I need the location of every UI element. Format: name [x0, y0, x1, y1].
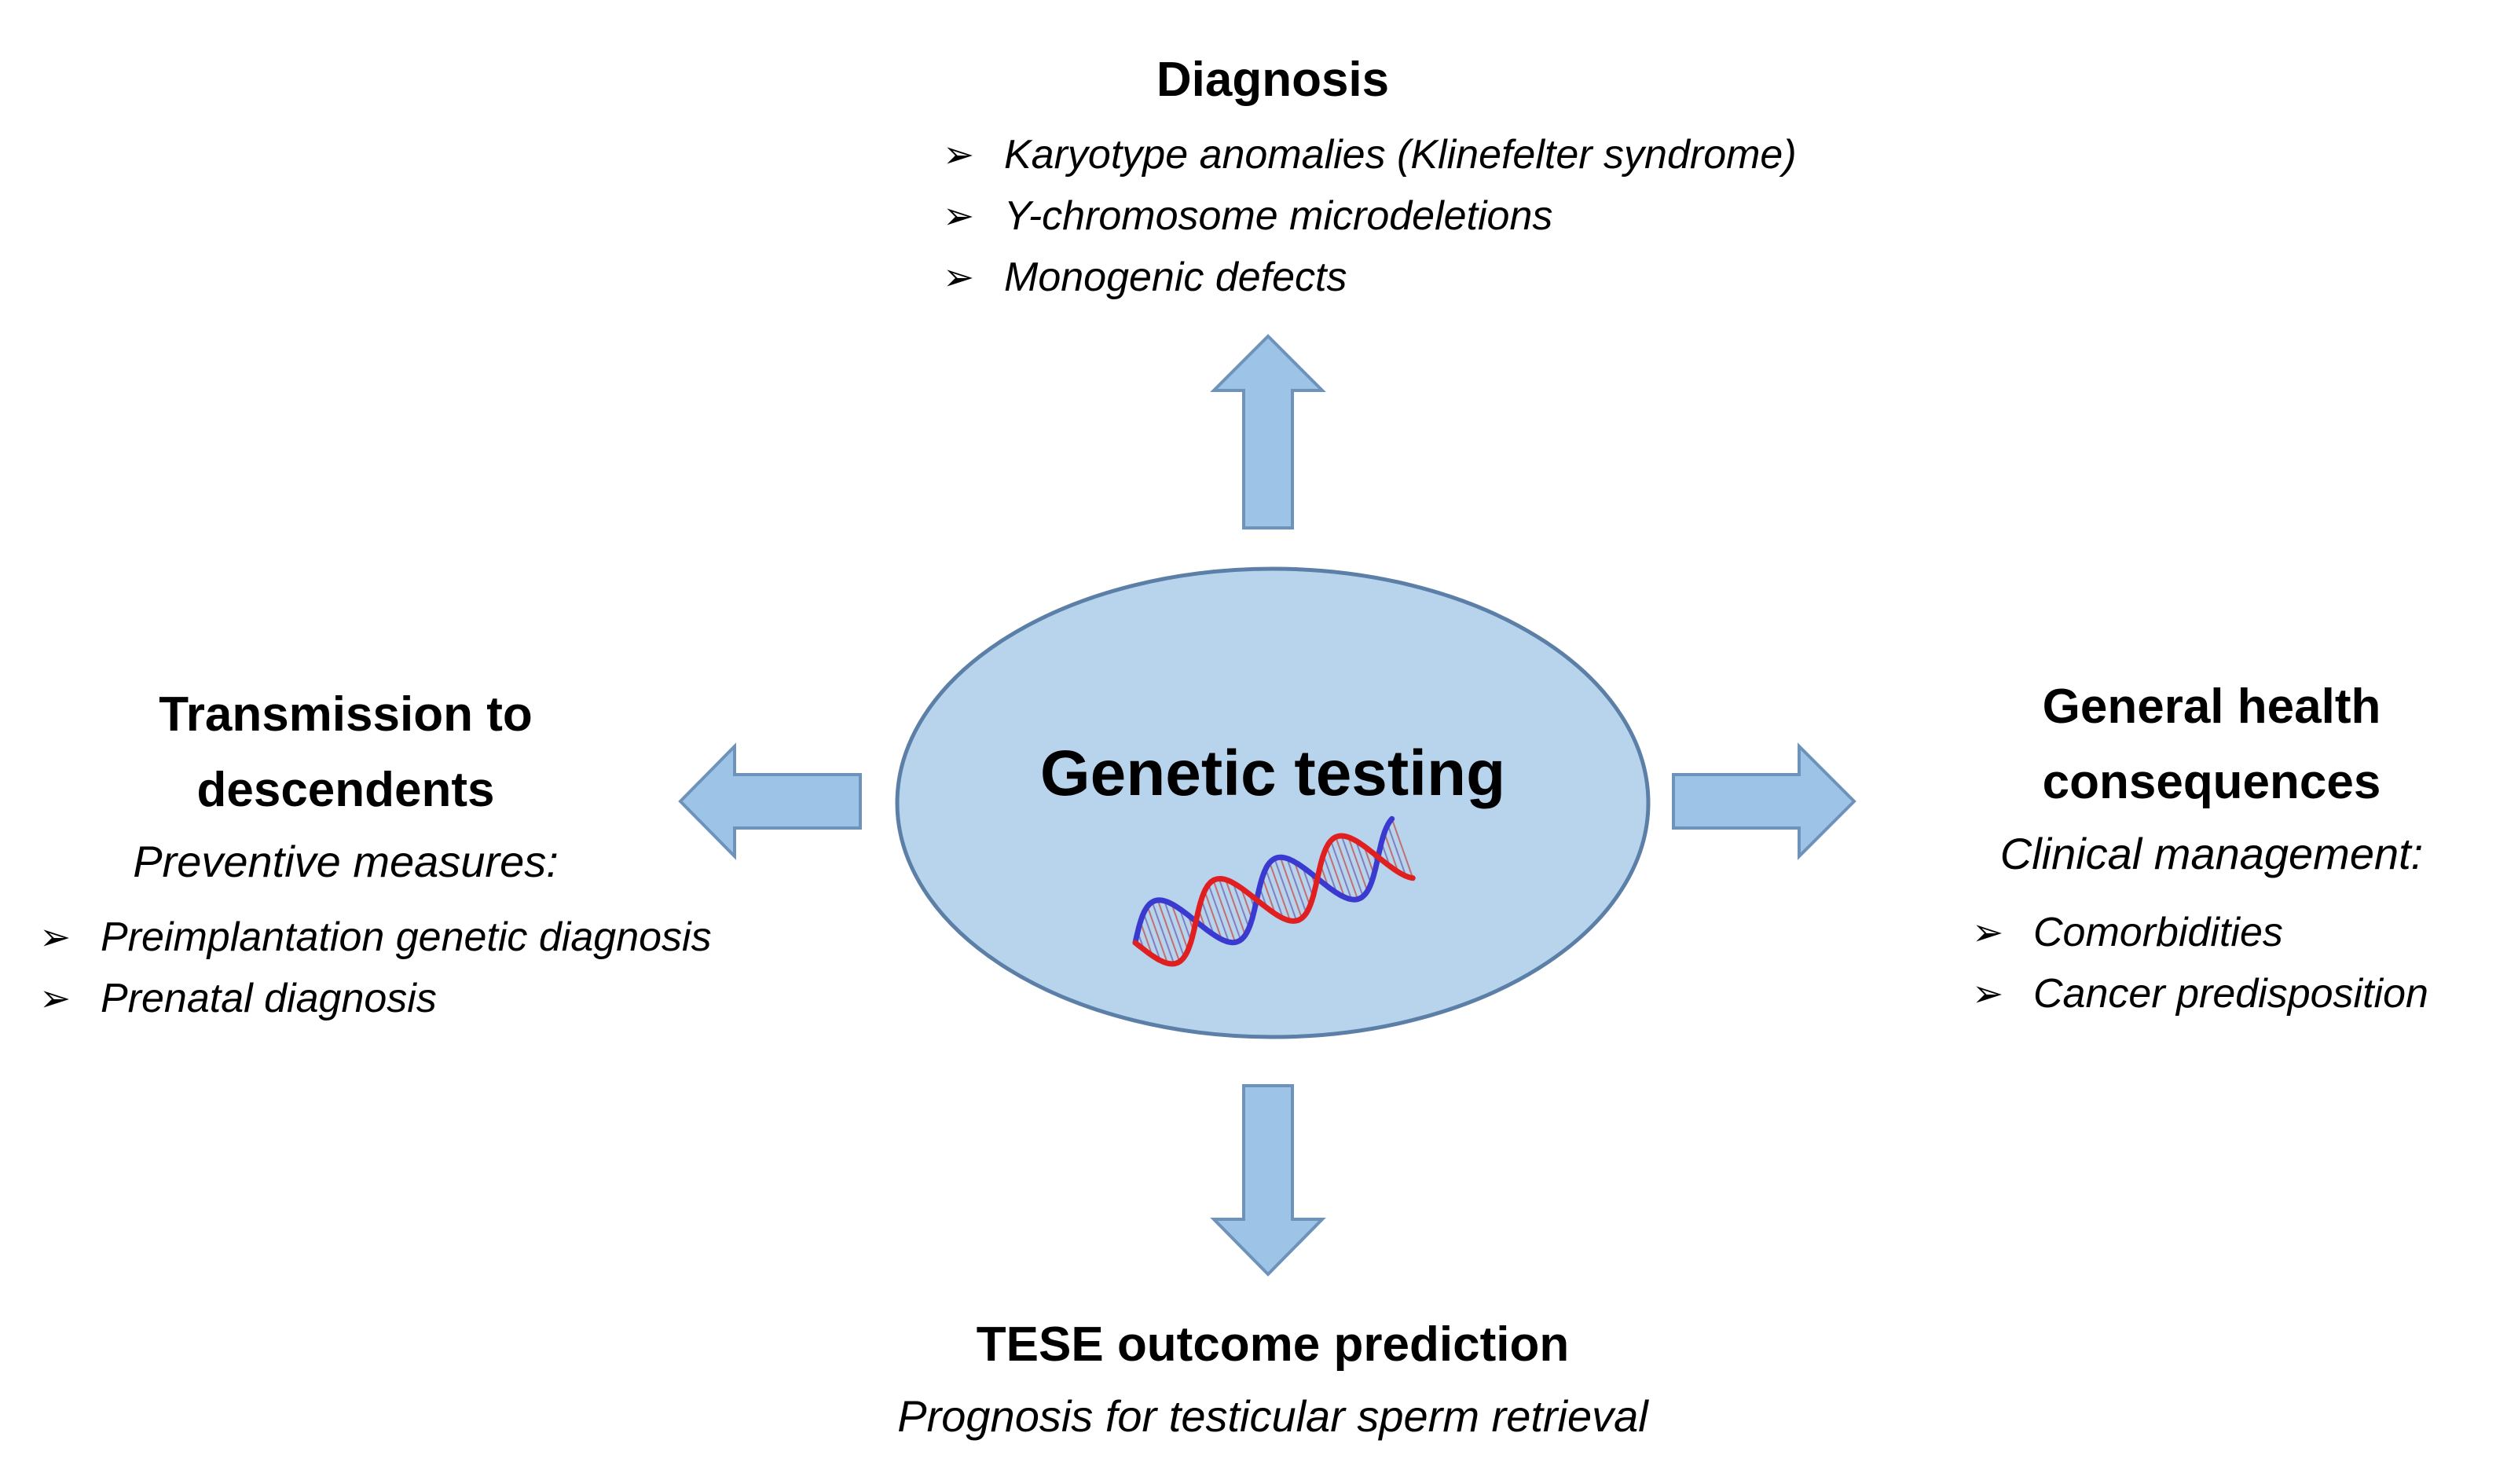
list-item: ➢ Comorbidities — [1972, 902, 2483, 963]
health-list: ➢ Comorbidities ➢ Cancer predisposition — [1972, 902, 2483, 1024]
diagnosis-title: Diagnosis — [1156, 53, 1390, 107]
list-item: ➢ Karyotype anomalies (Klinefelter syndr… — [943, 124, 2043, 185]
transmission-title-line2: descendents — [196, 763, 495, 817]
dna-rung — [1286, 858, 1307, 914]
list-item: ➢ Preimplantation genetic diagnosis — [39, 907, 794, 968]
dna-rung — [1347, 837, 1369, 892]
dna-rung — [1225, 879, 1246, 936]
list-item: ➢ Cancer predisposition — [1972, 963, 2483, 1024]
dna-rung — [1218, 878, 1242, 940]
dna-rung — [1325, 846, 1346, 898]
dna-rung — [1391, 819, 1414, 878]
dna-rung — [1212, 880, 1237, 943]
list-item-text: Cancer predisposition — [2033, 971, 2428, 1017]
health-subtitle: Clinical management: — [1999, 829, 2424, 878]
center-title: Genetic testing — [1039, 738, 1506, 809]
arrow-up — [1210, 334, 1326, 529]
arrow-down — [1210, 1084, 1326, 1277]
health-heading: General health consequences Clinical man… — [1941, 669, 2483, 888]
dna-rung — [1178, 908, 1192, 942]
list-item: ➢ Monogenic defects — [943, 247, 2043, 308]
arrow-right — [1672, 742, 1856, 860]
dna-rung — [1387, 824, 1407, 877]
health-section: General health consequences Clinical man… — [1941, 669, 2483, 1024]
arrow-bullet-icon: ➢ — [943, 133, 975, 177]
list-item: ➢ Y-chromosome microdeletions — [943, 185, 2043, 247]
dna-rung — [1340, 835, 1364, 897]
dna-rung — [1204, 890, 1222, 940]
arrow-bullet-icon: ➢ — [943, 255, 975, 299]
tese-subtitle: Prognosis for testicular sperm retrieval — [897, 1391, 1648, 1441]
transmission-section: Transmission to descendents Preventive m… — [39, 677, 794, 1029]
arrow-bullet-icon: ➢ — [39, 977, 71, 1020]
arrow-left — [678, 742, 862, 860]
dna-rung — [1279, 856, 1303, 919]
transmission-list: ➢ Preimplantation genetic diagnosis ➢ Pr… — [39, 907, 794, 1029]
list-item-text: Karyotype anomalies (Klinefelter syndrom… — [1004, 132, 1797, 178]
health-title-line2: consequences — [2042, 755, 2381, 809]
dna-rung — [1363, 845, 1375, 875]
dna-rung — [1274, 858, 1298, 922]
list-item-text: Preimplantation genetic diagnosis — [101, 914, 712, 960]
arrow-bullet-icon: ➢ — [1972, 911, 2004, 955]
dna-rung — [1329, 840, 1353, 900]
tese-section: TESE outcome prediction Prognosis for te… — [801, 1307, 1744, 1450]
transmission-subtitle: Preventive measures: — [133, 837, 559, 886]
list-item-text: Prenatal diagnosis — [101, 976, 437, 1021]
dna-rung — [1384, 832, 1399, 873]
dna-rung — [1301, 867, 1314, 897]
list-item-text: Comorbidities — [2033, 910, 2283, 955]
dna-rung — [1354, 840, 1372, 885]
dna-rung — [1208, 884, 1230, 943]
dna-rung — [1322, 855, 1338, 893]
tese-title: TESE outcome prediction — [976, 1317, 1570, 1372]
dna-rung — [1240, 887, 1253, 920]
diagnosis-list: ➢ Karyotype anomalies (Klinefelter syndr… — [943, 124, 2043, 308]
diagnosis-section: Diagnosis ➢ Karyotype anomalies (Klinefe… — [943, 42, 2043, 308]
arrow-bullet-icon: ➢ — [39, 915, 71, 959]
center-ellipse — [895, 566, 1651, 1039]
dna-rung — [1171, 903, 1189, 951]
dna-rung — [1269, 862, 1292, 922]
dna-rung — [1142, 913, 1161, 961]
dna-rung — [1200, 899, 1215, 936]
health-title-line1: General health — [2042, 680, 2381, 734]
transmission-title-line1: Transmission to — [159, 687, 533, 742]
list-item-text: Monogenic defects — [1004, 255, 1347, 300]
transmission-heading: Transmission to descendents Preventive m… — [39, 677, 652, 896]
dna-strand-blue — [1132, 815, 1395, 946]
dna-rung — [1164, 900, 1186, 958]
dna-rung — [1293, 861, 1311, 907]
dna-rung — [1232, 882, 1250, 929]
dna-strand-red — [1132, 833, 1416, 967]
arrow-bullet-icon: ➢ — [1972, 972, 2004, 1016]
dna-helix-icon — [1132, 815, 1416, 967]
arrow-bullet-icon: ➢ — [943, 194, 975, 238]
dna-rung — [1261, 877, 1277, 914]
dna-rung — [1265, 868, 1285, 919]
dna-rung — [1335, 837, 1359, 900]
dna-rung — [1146, 906, 1169, 964]
list-item: ➢ Prenatal diagnosis — [39, 968, 794, 1029]
dna-rung — [1156, 900, 1181, 962]
list-item-text: Y-chromosome microdeletions — [1004, 193, 1553, 239]
dna-rung — [1139, 922, 1153, 956]
dna-rung — [1151, 901, 1175, 965]
